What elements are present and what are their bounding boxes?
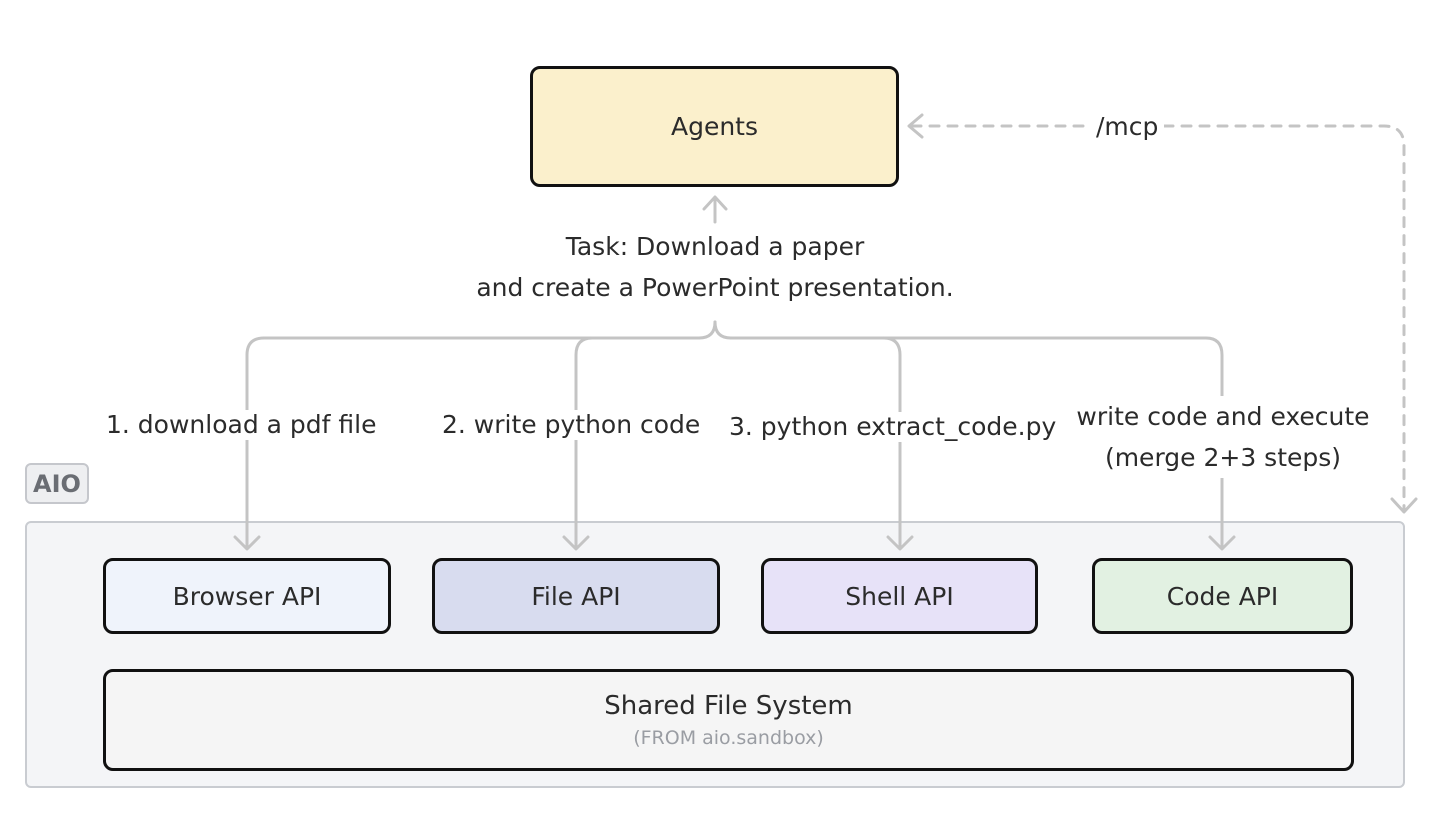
browser-arrowhead: [233, 535, 261, 551]
step-3-label: 3. python extract_code.py: [729, 412, 1057, 442]
task-line-2: and create a PowerPoint presentation.: [476, 273, 954, 302]
shell-api-box: Shell API: [761, 558, 1038, 634]
file-api-box: File API: [432, 558, 720, 634]
mcp-agents-arrowhead: [907, 113, 924, 139]
step-2-label: 2. write python code: [442, 410, 701, 440]
step-1-label: 1. download a pdf file: [106, 410, 377, 440]
brace-to-code-connector: [882, 336, 1224, 550]
mcp-label: /mcp: [1090, 112, 1165, 142]
file-api-label: File API: [531, 581, 621, 611]
shared-file-system-box: Shared File System (FROM aio.sandbox): [103, 669, 1354, 771]
file-arrowhead: [562, 535, 590, 551]
mcp-sandbox-arrowhead: [1390, 497, 1418, 514]
mcp-dashed-connector: [910, 124, 1406, 512]
code-api-box: Code API: [1092, 558, 1353, 634]
brace-connector: [245, 320, 717, 550]
shell-arrowhead: [886, 535, 914, 551]
task-line-1: Task: Download a paper: [565, 232, 865, 261]
browser-api-label: Browser API: [172, 581, 322, 611]
code-api-label: Code API: [1166, 581, 1279, 611]
agents-box: Agents: [530, 66, 899, 187]
code-arrowhead: [1208, 535, 1236, 551]
brace-to-shell-connector: [729, 336, 902, 550]
browser-api-box: Browser API: [103, 558, 391, 634]
brace-to-file-connector: [574, 336, 701, 550]
step-4-line-1: write code and execute: [1076, 402, 1370, 431]
agents-label: Agents: [670, 112, 759, 141]
shared-file-system-title: Shared File System: [604, 691, 853, 721]
brace-right-curl: [713, 320, 733, 340]
agents-arrowhead: [702, 195, 728, 211]
aio-tag: AIO: [25, 463, 89, 504]
step-4-line-2: (merge 2+3 steps): [1104, 443, 1342, 472]
step-4-label: write code and execute (merge 2+3 steps): [1068, 396, 1378, 478]
task-label: Task: Download a paper and create a Powe…: [460, 226, 970, 308]
shared-file-system-subtitle: (FROM aio.sandbox): [633, 727, 824, 749]
shell-api-label: Shell API: [845, 581, 954, 611]
